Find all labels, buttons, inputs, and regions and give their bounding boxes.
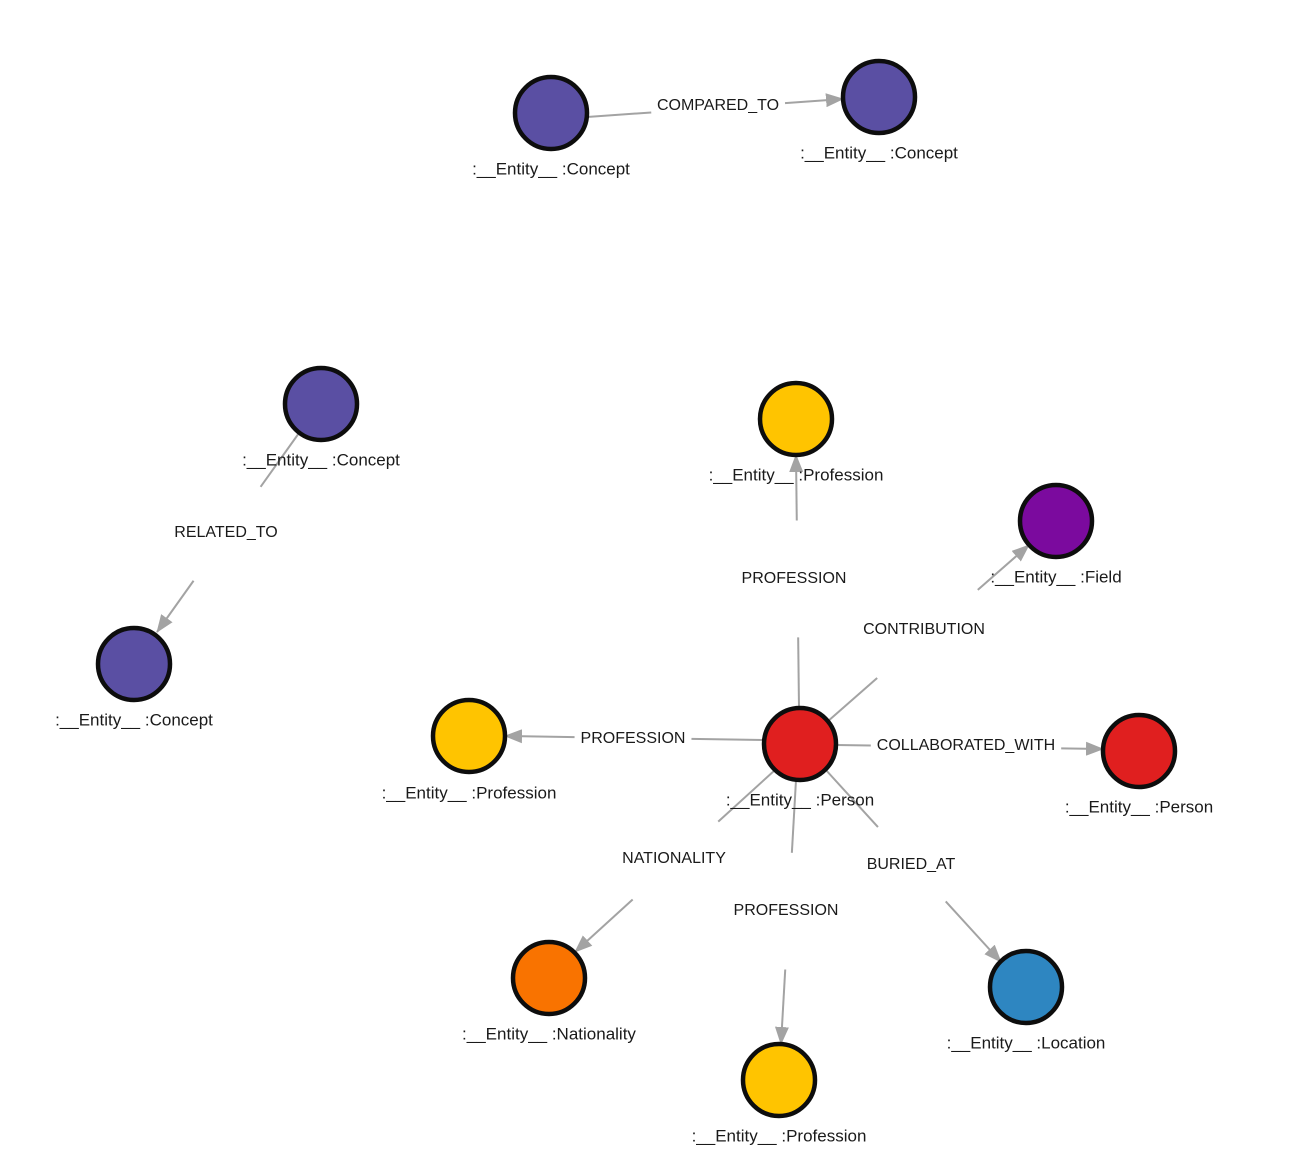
graph-edge-arrow-profession[interactable] <box>504 729 575 744</box>
edge-label: COMPARED_TO <box>657 97 779 114</box>
edge-label: PROFESSION <box>734 902 839 919</box>
edge-label: NATIONALITY <box>622 850 726 867</box>
node-label: :__Entity__ :Location <box>947 1033 1106 1052</box>
node-label: :__Entity__ :Profession <box>692 1126 867 1145</box>
graph-edge-profession[interactable] <box>691 737 765 741</box>
graph-node-profession[interactable] <box>757 380 835 458</box>
graph-node-person[interactable] <box>761 705 839 783</box>
graph-edge-arrow-profession[interactable] <box>789 454 804 521</box>
graph-node-concept[interactable] <box>512 74 590 152</box>
edge-label: PROFESSION <box>742 570 847 587</box>
graph-edge-arrow-buried-at[interactable] <box>945 900 1002 963</box>
graph-edge-arrow-collaborated-with[interactable] <box>1061 741 1104 756</box>
node-label: :__Entity__ :Profession <box>382 783 557 802</box>
graph-edge-arrow-nationality[interactable] <box>574 898 634 953</box>
edge-label: COLLABORATED_WITH <box>877 737 1055 754</box>
node-label: :__Entity__ :Nationality <box>462 1024 636 1043</box>
node-labels-layer: :__Entity__ :Concept :__Entity__ :Concept… <box>55 143 1213 1145</box>
edge-label: PROFESSION <box>581 730 686 747</box>
graph-node-concept[interactable] <box>95 625 173 703</box>
graph-edge-nationality[interactable] <box>717 769 776 823</box>
graph-edge-buried-at[interactable] <box>824 768 879 828</box>
edges-layer <box>156 93 1104 1045</box>
graph-edge-compared-to[interactable] <box>586 111 652 118</box>
node-label: :__Entity__ :Person <box>1065 797 1213 816</box>
node-label: :__Entity__ :Field <box>990 567 1121 586</box>
graph-node-profession[interactable] <box>430 697 508 775</box>
graph-node-field[interactable] <box>1017 482 1095 560</box>
graph-edge-profession[interactable] <box>790 779 797 853</box>
edge-label: CONTRIBUTION <box>863 621 985 638</box>
graph-node-location[interactable] <box>987 948 1065 1026</box>
graph-node-profession[interactable] <box>740 1041 818 1119</box>
graph-edge-related-to[interactable] <box>259 432 300 488</box>
graph-node-concept[interactable] <box>840 58 918 136</box>
graph-edge-arrow-compared-to[interactable] <box>784 93 844 108</box>
edge-label: RELATED_TO <box>174 524 277 541</box>
node-label: :__Entity__ :Profession <box>709 465 884 484</box>
graph-edge-arrow-profession[interactable] <box>774 969 789 1045</box>
edge-labels-layer: COMPARED_TO RELATED_TO PROFESSION CONTRIBUT… <box>174 97 1055 919</box>
nodes-layer[interactable] <box>95 58 1178 1119</box>
graph-node-concept[interactable] <box>282 365 360 443</box>
node-label: :__Entity__ :Concept <box>242 450 400 469</box>
graph-edge-profession[interactable] <box>797 637 800 709</box>
graph-node-nationality[interactable] <box>510 939 588 1017</box>
node-label: :__Entity__ :Concept <box>472 159 630 178</box>
graph-node-person[interactable] <box>1100 712 1178 790</box>
node-label: :__Entity__ :Person <box>726 790 874 809</box>
graph-edge-arrow-contribution[interactable] <box>977 544 1030 591</box>
graph-edge-contribution[interactable] <box>826 677 878 723</box>
graph-edge-arrow-related-to[interactable] <box>156 580 195 633</box>
edge-label: BURIED_AT <box>867 856 956 873</box>
graph-edge-collaborated-with[interactable] <box>835 744 871 747</box>
node-label: :__Entity__ :Concept <box>800 143 958 162</box>
node-label: :__Entity__ :Concept <box>55 710 213 729</box>
